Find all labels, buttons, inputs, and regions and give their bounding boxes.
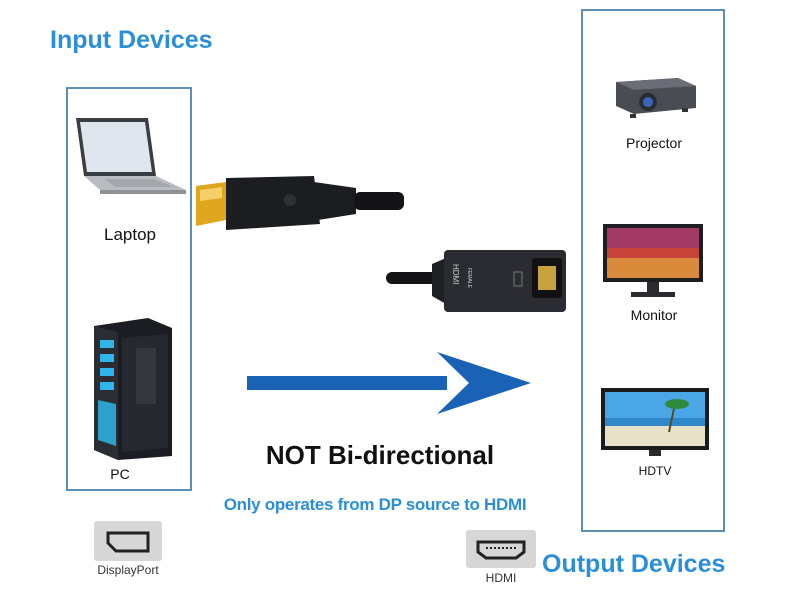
input-devices-heading: Input Devices xyxy=(50,26,213,54)
projector-icon xyxy=(616,78,696,118)
port-label-displayport: DisplayPort xyxy=(97,563,159,577)
output-device-label-monitor: Monitor xyxy=(630,307,678,323)
direction-arrow-icon xyxy=(247,352,531,414)
not-bidirectional-title: NOT Bi-directional xyxy=(265,440,495,470)
hdmi-adapter-icon xyxy=(386,250,566,312)
monitor-icon xyxy=(603,224,703,297)
pc-tower-icon xyxy=(94,318,172,460)
adapter-hdmi-text: HDMI xyxy=(451,264,460,285)
input-devices-panel xyxy=(66,87,192,491)
output-device-label-hdtv: HDTV xyxy=(638,464,672,478)
output-devices-panel xyxy=(581,9,725,532)
hdtv-icon xyxy=(601,388,709,456)
output-device-label-projector: Projector xyxy=(625,135,683,151)
displayport-cable-icon xyxy=(196,176,404,230)
output-devices-heading: Output Devices xyxy=(542,550,726,578)
displayport-logo-icon xyxy=(94,521,162,561)
hdmi-logo-icon xyxy=(466,530,536,568)
input-device-label-pc: PC xyxy=(110,466,130,482)
port-label-hdmi: HDMI xyxy=(485,571,517,585)
input-device-label-laptop: Laptop xyxy=(104,225,156,244)
laptop-icon xyxy=(76,118,186,194)
adapter-female-text: FEMALE xyxy=(466,268,472,289)
direction-subtitle: Only operates from DP source to HDMI xyxy=(223,495,527,514)
